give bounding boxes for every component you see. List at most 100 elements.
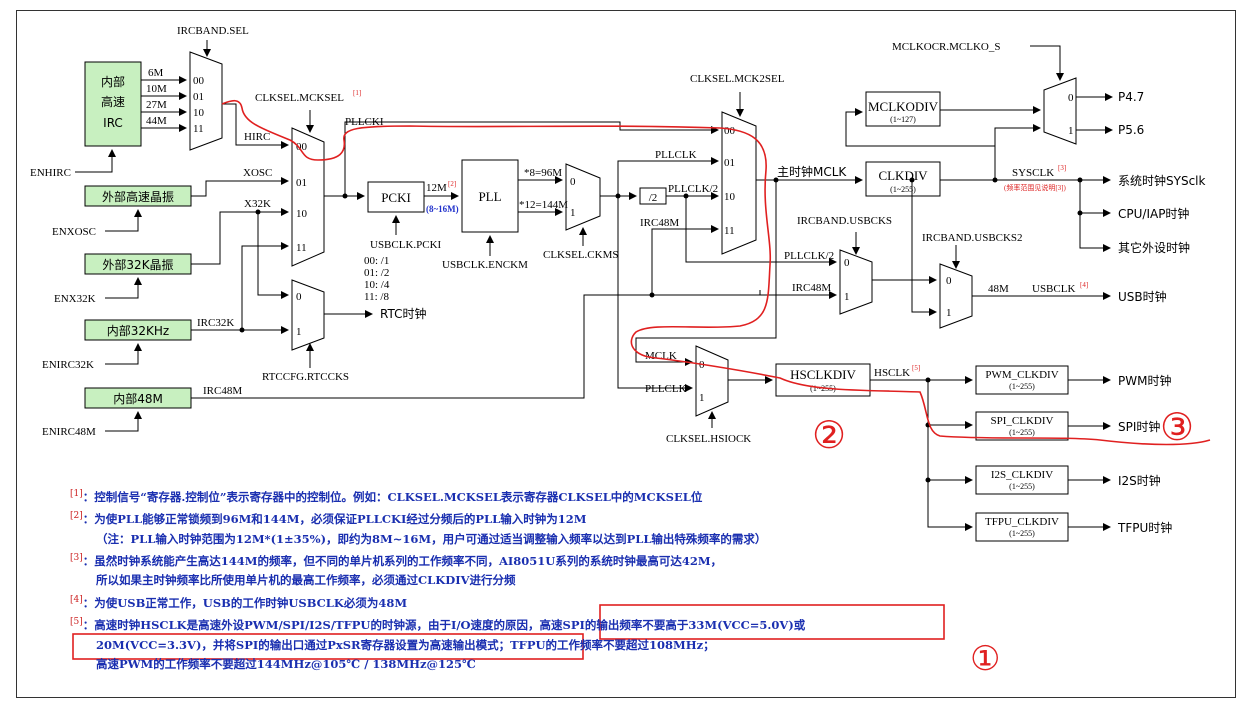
irc-high-speed-box	[84, 61, 142, 147]
tfpu-div-label: TFPU_CLKDIV	[985, 516, 1059, 528]
ircband-in-01: 01	[193, 91, 204, 103]
clksel-hsiock-label: CLKSEL.HSIOCK	[666, 433, 751, 445]
usbclk-pcki-label: USBCLK.PCKI	[370, 239, 442, 251]
hsclkdiv-label: HSCLKDIV	[790, 367, 856, 382]
hsiock-in-1: 1	[699, 392, 705, 404]
mcksel-in-01: 01	[296, 177, 307, 189]
note-text: 20M(VCC=3.3V)，并将SPI的输出口通过PxSR寄存器设置为高速输出模…	[96, 637, 715, 652]
clkdiv-box	[865, 161, 941, 197]
hsclk-label: HSCLK	[874, 367, 910, 379]
xosc-label: 外部高速晶振	[102, 189, 174, 204]
spi-out-label: SPI时钟	[1118, 419, 1160, 434]
f6m-label: 6M	[148, 67, 164, 79]
note-5b: 20M(VCC=3.3V)，并将SPI的输出口通过PxSR寄存器设置为高速输出模…	[70, 636, 970, 656]
irc48m-sig-label: IRC48M	[203, 385, 242, 397]
note-5: [5]：高速时钟HSCLK是高速外设PWM/SPI/I2S/TFPU的时钟源，由…	[70, 613, 970, 635]
rtccfg-label: RTCCFG.RTCCKS	[262, 371, 349, 383]
pllclk2b-label: PLLCLK/2	[784, 250, 834, 262]
enirc48m-label: ENIRC48M	[42, 426, 96, 438]
ircband-usbcks-label: IRCBAND.USBCKS	[797, 215, 892, 227]
p56-label: P5.6	[1118, 123, 1144, 137]
div-opt-2: 01: /2	[364, 267, 389, 279]
note-mark: [1]	[70, 489, 83, 499]
clksel-ckms-label: CLKSEL.CKMS	[543, 249, 619, 261]
note-text: （注：PLL输入时钟范围为12M*(1±35%)，即约为8M~16M，用户可通过…	[96, 531, 767, 546]
sysclk-sub: (频率范围见说明[3])	[1004, 183, 1066, 192]
pllclk-label: PLLCLK	[655, 149, 697, 161]
diagram-frame	[16, 10, 1236, 698]
annotation-mark-3: ③	[1160, 405, 1194, 449]
cpu-out-label: CPU/IAP时钟	[1118, 206, 1189, 221]
pwm-div-label: PWM_CLKDIV	[985, 369, 1058, 381]
div-opt-3: 10: /4	[364, 279, 390, 291]
note-3: [3]：虽然时钟系统能产生高达144M的频率，但不同的单片机系列的工作频率不同，…	[70, 549, 970, 571]
mcksel-in-00: 00	[296, 141, 308, 153]
mux-ckms	[565, 163, 601, 231]
annotation-box-1	[599, 604, 945, 640]
irc-label-1: 内部	[101, 74, 125, 89]
pll-box	[461, 159, 519, 233]
usbcks2-in-0: 0	[946, 275, 952, 287]
clksel-mck2sel-label: CLKSEL.MCK2SEL	[690, 73, 785, 85]
usbclk-label: USBCLK	[1032, 283, 1075, 295]
range-label: (8~16M)	[426, 204, 459, 214]
main-mclk-label: 主时钟MCLK	[777, 164, 847, 179]
mux-usbcks2	[939, 263, 973, 329]
sysclk-note: [3]	[1058, 164, 1066, 172]
enxosc-label: ENXOSC	[52, 226, 96, 238]
note-2: [2]：为使PLL能够正常锁频到96M和144M，必须保证PLLCKI经过分频后…	[70, 507, 970, 529]
f12m-label: 12M	[426, 182, 447, 194]
x8-label: *8=96M	[524, 167, 562, 179]
note-text: ：高速时钟HSCLK是高速外设PWM/SPI/I2S/TFPU的时钟源，由于I/…	[82, 618, 806, 633]
spi-div-range: (1~255)	[1009, 428, 1035, 437]
note-5c: 高速PWM的工作频率不要超过144MHz@105℃ / 138MHz@125℃	[70, 655, 970, 675]
irc-label-3: IRC	[103, 116, 123, 130]
usbclk-enckm-label: USBCLK.ENCKM	[442, 259, 528, 271]
rtc-in-0: 0	[296, 291, 302, 303]
clksel-mcksel-label: CLKSEL.MCKSEL	[255, 92, 344, 104]
mux-usbcks	[839, 249, 873, 315]
ircband-in-00: 00	[193, 75, 205, 87]
mclkodiv-label: MCLKODIV	[868, 99, 939, 114]
note-text: ：虽然时钟系统能产生高达144M的频率，但不同的单片机系列的工作频率不同，AI8…	[82, 553, 723, 568]
mck2sel-in-00: 00	[724, 125, 736, 137]
hirc-label: HIRC	[244, 131, 270, 143]
mcksel-in-10: 10	[296, 208, 308, 220]
rtc-in-1: 1	[296, 326, 302, 338]
p47-label: P4.7	[1118, 90, 1144, 104]
note-mark: [3]	[70, 553, 83, 564]
pwm-div-range: (1~255)	[1009, 382, 1035, 391]
mux-rtc	[291, 279, 325, 351]
mux-hsiock	[695, 345, 729, 417]
mux-mck2sel	[721, 111, 757, 255]
note-mark: [2]	[70, 511, 83, 522]
note-3b: 所以如果主时钟频率比所使用单片机的最高工作频率，必须通过CLKDIV进行分频	[70, 571, 970, 591]
irc-label-2: 高速	[101, 94, 125, 109]
enhirc-label: ENHIRC	[30, 167, 71, 179]
note-text: ：控制信号“寄存器.控制位”表示寄存器中的控制位。例如：CLKSEL.MCKSE…	[82, 489, 703, 504]
footnotes: [1]：控制信号“寄存器.控制位”表示寄存器中的控制位。例如：CLKSEL.MC…	[70, 485, 970, 675]
pwm-out-label: PWM时钟	[1118, 373, 1171, 388]
pcki-label: PCKI	[381, 190, 411, 205]
x32k-sig-label: X32K	[244, 198, 271, 210]
annotation-box-2	[72, 633, 584, 660]
mclkocr-label: MCLKOCR.MCLKO_S	[892, 41, 1001, 53]
clkdiv-label: CLKDIV	[878, 168, 928, 183]
irc48m-c-label: IRC48M	[792, 282, 831, 294]
note-text: 高速PWM的工作频率不要超过144MHz@105℃ / 138MHz@125℃	[96, 657, 476, 672]
div-opt-1: 00: /1	[364, 255, 389, 267]
irc32k-sig-label: IRC32K	[197, 317, 234, 329]
tfpu-div-range: (1~255)	[1009, 529, 1035, 538]
i2s-div-range: (1~255)	[1009, 482, 1035, 491]
note-mark: [4]	[70, 594, 83, 605]
clkdiv-range: (1~255)	[890, 185, 916, 194]
note-2b: （注：PLL输入时钟范围为12M*(1±35%)，即约为8M~16M，用户可通过…	[70, 530, 970, 550]
usbcks2-in-1: 1	[946, 307, 952, 319]
ircband-in-10: 10	[193, 107, 205, 119]
mclko-in-0: 0	[1068, 92, 1074, 104]
mck2sel-in-11: 11	[724, 225, 735, 237]
f27m-label: 27M	[146, 99, 167, 111]
usb-out-label: USB时钟	[1118, 289, 1167, 304]
enx32k-label: ENX32K	[54, 293, 96, 305]
red-annotation-path	[72, 99, 1211, 660]
